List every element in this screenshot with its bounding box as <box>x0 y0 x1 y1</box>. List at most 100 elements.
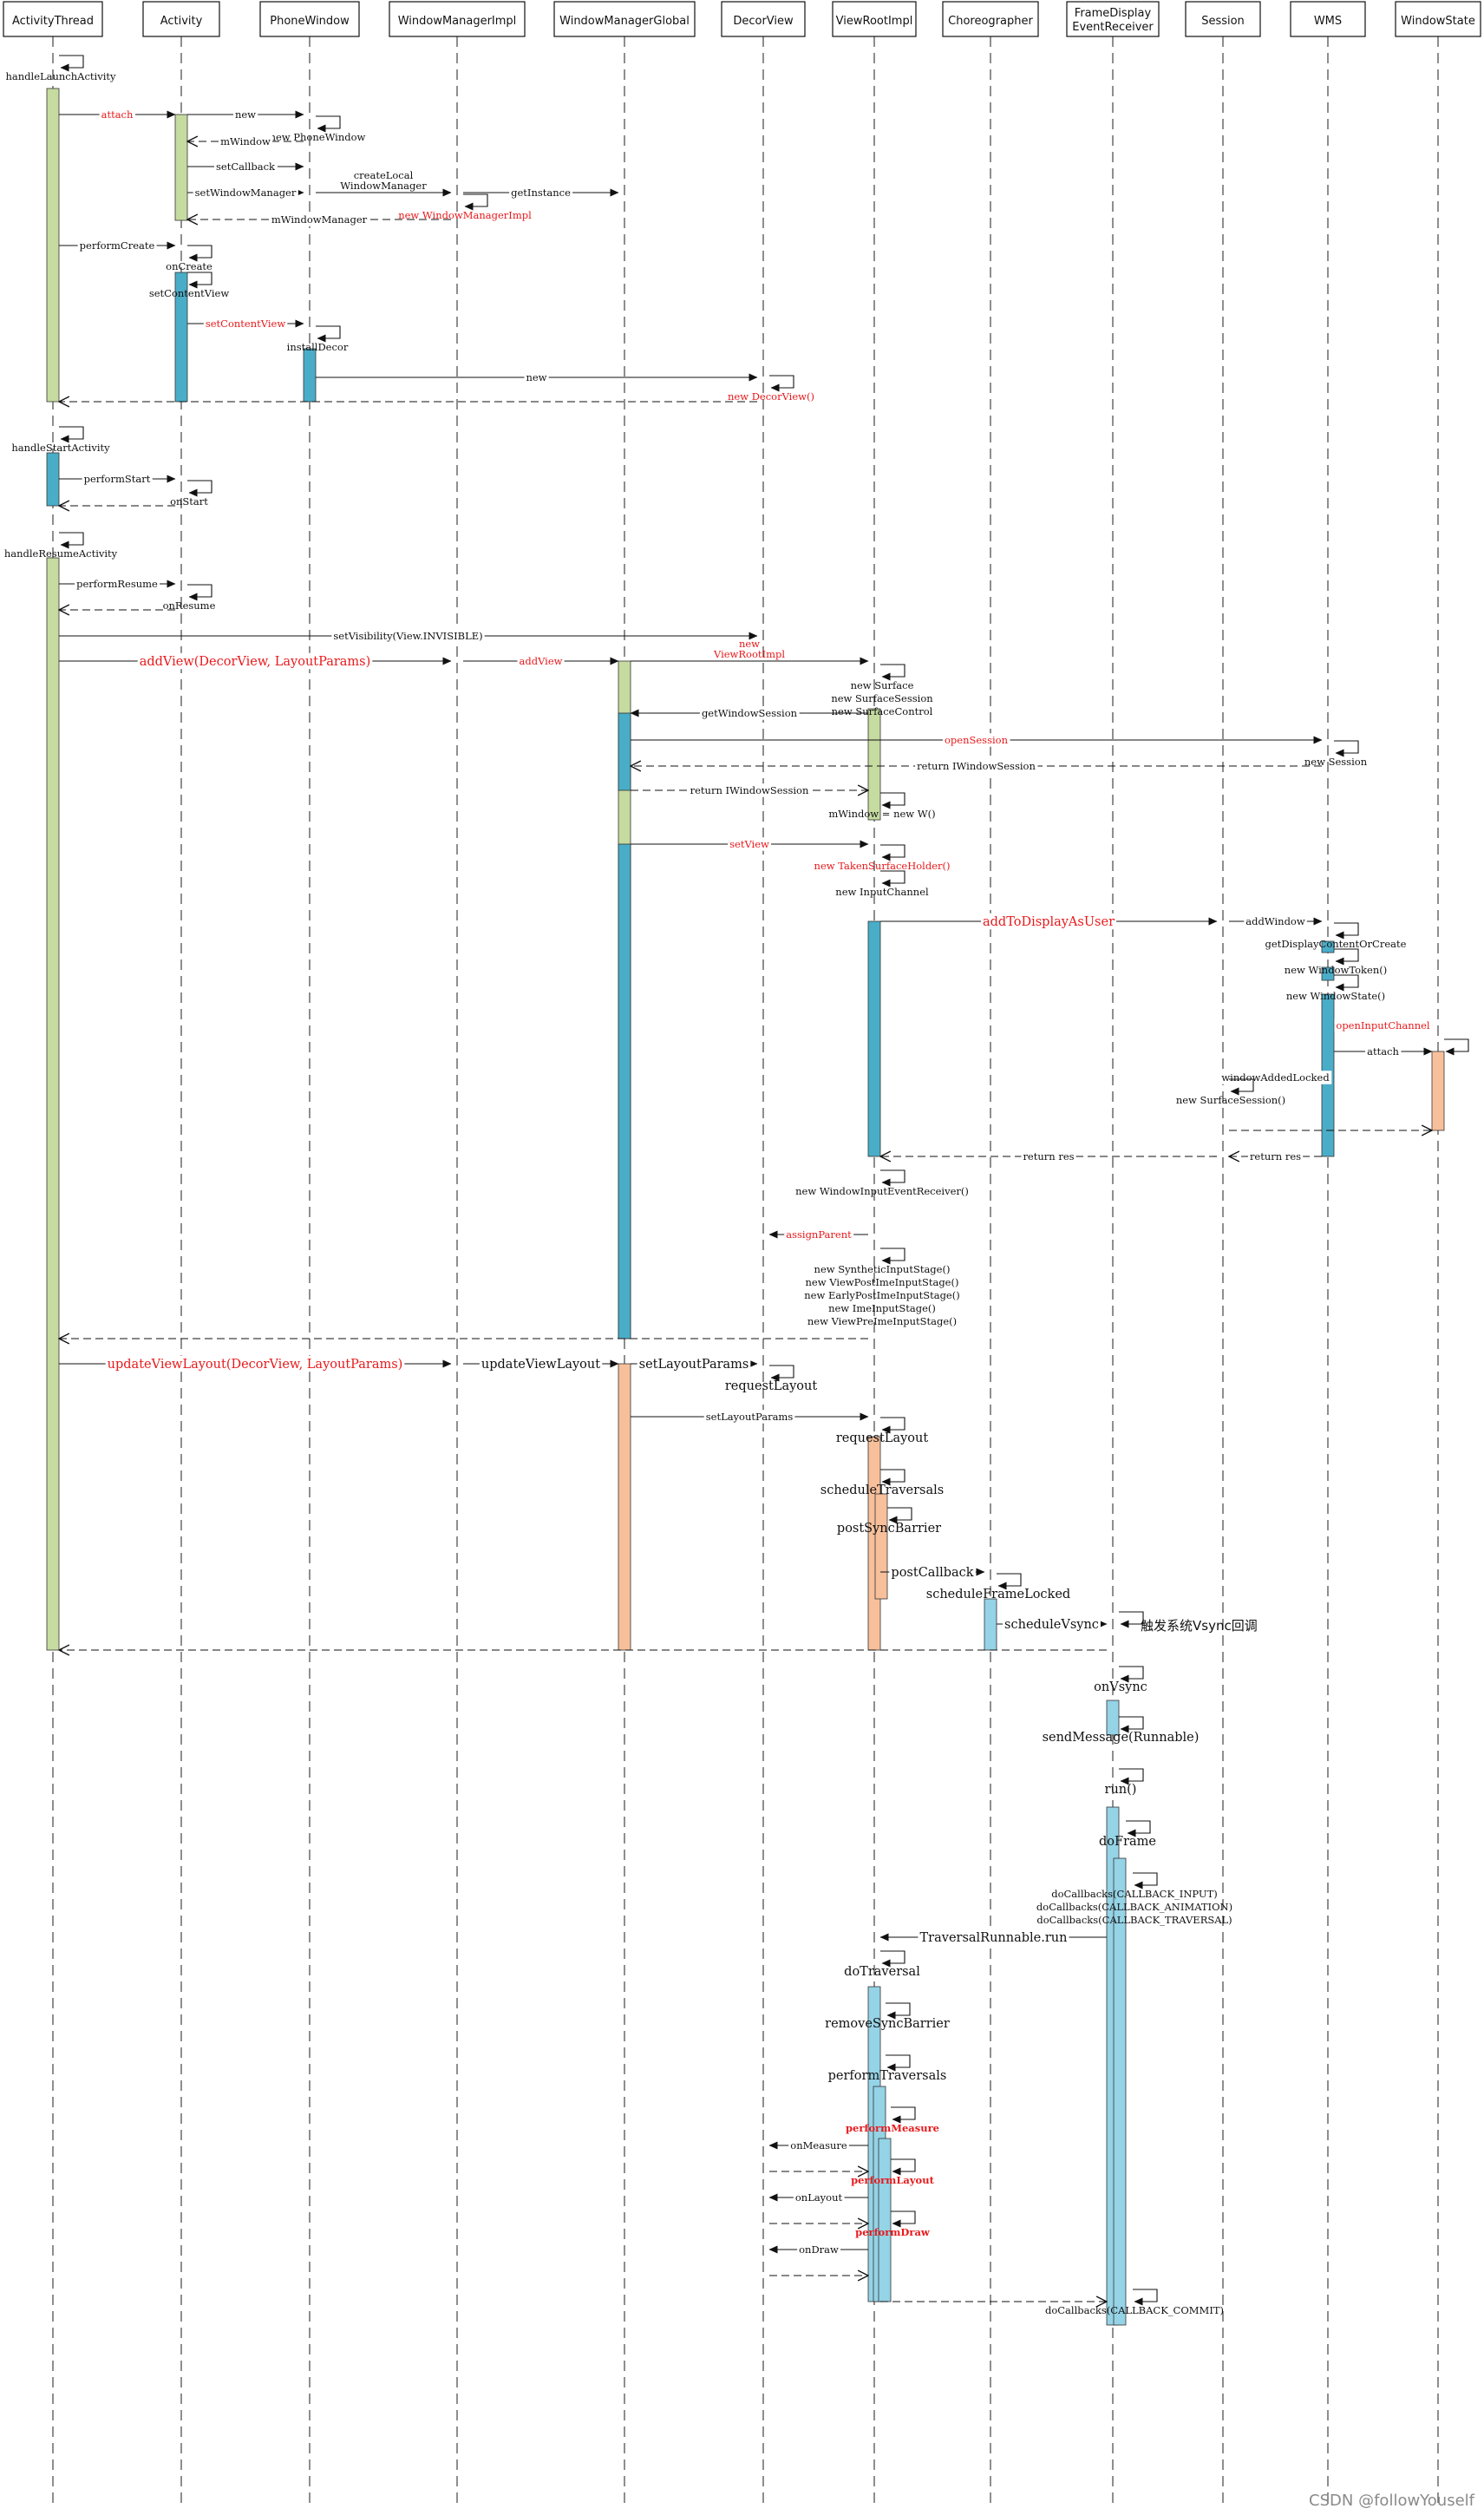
message-label-line: new Surface <box>851 679 914 691</box>
message-label-line: new PhoneWindow <box>270 131 366 143</box>
label-background <box>918 1929 1069 1946</box>
message-perform-create: performCreate <box>59 239 176 252</box>
message-label-line: new InputChannel <box>835 886 929 898</box>
participant-box <box>142 1 220 37</box>
message-label-line: getDisplayContentOrCreate <box>1265 938 1407 950</box>
self-call-arrow <box>187 480 212 497</box>
self-call-arrow <box>59 55 84 72</box>
message-set-visibility-view-invisible: setVisibility(View.INVISIBLE) <box>59 629 758 643</box>
lifelines <box>52 36 1439 2503</box>
label-background <box>784 1228 854 1241</box>
participant-label: WMS <box>1314 15 1342 28</box>
message-label: getInstance <box>509 186 573 200</box>
message-label-line: new <box>235 108 256 121</box>
message-add-view: addView <box>463 654 619 668</box>
message-label-line: onResume <box>163 599 216 612</box>
message-attach: attach <box>1334 1045 1433 1058</box>
message-new-taken-surface-holder: new TakenSurfaceHolder() <box>814 844 951 872</box>
message-label-line: scheduleFrameLocked <box>926 1588 1070 1601</box>
message-label: handleLaunchActivity <box>5 70 116 82</box>
message-label-line: getWindowSession <box>702 707 798 719</box>
message-label-line: onLayout <box>795 2191 843 2204</box>
message-attach: attach <box>59 108 176 121</box>
message-perform-start: performStart <box>59 472 176 486</box>
message-label: requestLayout <box>836 1431 929 1445</box>
participant-activity: Activity <box>142 1 220 37</box>
activation-wms <box>1321 940 1335 953</box>
message-label: onVsync <box>1094 1680 1147 1694</box>
self-call-arrow <box>1229 1078 1254 1096</box>
message-label-line: setVisibility(View.INVISIBLE) <box>333 630 482 642</box>
message-label-line: mWindowManager <box>271 213 368 226</box>
self-call-arrow <box>1119 1768 1144 1785</box>
message-set-content-view: setContentView <box>149 272 229 299</box>
participant-window-manager-global: WindowManagerGlobal <box>553 1 696 37</box>
label-background <box>699 706 800 720</box>
message-label-line: createLocal <box>354 169 414 181</box>
self-call-arrow <box>886 2054 911 2072</box>
participant-session: Session <box>1185 1 1261 37</box>
label-background <box>203 317 288 331</box>
label-background <box>797 2243 841 2256</box>
self-call-arrow <box>769 1365 794 1382</box>
self-call-arrow <box>59 532 84 549</box>
message-label: performDraw <box>855 2226 931 2238</box>
message-label: setView <box>728 837 772 851</box>
message-label: windowAddedLocked <box>1219 1071 1332 1084</box>
message-label: return IWindowSession <box>915 759 1038 773</box>
participant-box <box>3 1 103 37</box>
activation-activity <box>174 114 188 221</box>
message-label-line: doCallbacks(CALLBACK_TRAVERSAL) <box>1036 1914 1232 1926</box>
activation-frame-display-event-receiver <box>1106 1700 1120 1736</box>
participant-box <box>942 1 1039 37</box>
message-label-line: performLayout <box>851 2174 935 2186</box>
message-add-to-display-as-user: addToDisplayAsUser <box>880 913 1218 930</box>
message-label: new WindowToken() <box>1285 964 1387 976</box>
label-background <box>524 370 549 384</box>
message-label: performCreate <box>77 239 157 252</box>
message-update-view-layout: updateViewLayout <box>463 1355 619 1372</box>
participant-window-state: WindowState <box>1395 1 1481 37</box>
self-call-arrow <box>880 664 905 681</box>
message-label: new SyntheticInputStage()new ViewPostIme… <box>804 1263 959 1327</box>
label-background <box>943 733 1010 747</box>
activation-frame-display-event-receiver <box>1113 1857 1127 2326</box>
message-label-line: performTraversals <box>828 2069 947 2083</box>
message-label-line: handleStartActivity <box>11 442 110 454</box>
message-label-line: mWindow = new W() <box>828 808 935 820</box>
participant-window-manager-impl: WindowManagerImpl <box>389 1 526 37</box>
activation-window-manager-global <box>618 712 631 791</box>
message-update-view-layout-decor-view-layout-params: updateViewLayout(DecorView, LayoutParams… <box>59 1355 452 1372</box>
message-label-line: scheduleTraversals <box>820 1483 944 1497</box>
message-new-window-input-event-receiver: new WindowInputEventReceiver() <box>795 1169 969 1197</box>
message-new-session: new Session <box>1304 740 1368 768</box>
message-label: new SurfaceSession() <box>1176 1094 1285 1106</box>
self-call-arrow <box>1334 948 1359 966</box>
message-label: attach <box>99 108 135 121</box>
self-call-arrow <box>880 1417 905 1434</box>
message-label: new Session <box>1304 756 1368 768</box>
message-new-phone-window: new PhoneWindow <box>270 115 366 143</box>
message-on-start: onStart <box>170 480 212 508</box>
message-label: setLayoutParams <box>703 1410 795 1424</box>
message-label: installDecor <box>287 341 349 353</box>
message-label: setCallback <box>214 160 278 174</box>
message-new-window-manager-impl: new WindowManagerImpl <box>398 193 532 221</box>
message-label-line: doCallbacks(CALLBACK_ANIMATION) <box>1036 1901 1232 1913</box>
label-background <box>793 2191 845 2204</box>
message-schedule-frame-locked: scheduleFrameLocked <box>926 1573 1070 1601</box>
message-label-line: new SurfaceControl <box>832 705 933 717</box>
label-background <box>214 160 278 174</box>
self-call-arrow <box>880 844 905 861</box>
message-label-line: new TakenSurfaceHolder() <box>814 860 951 872</box>
self-call-arrow <box>1334 974 1359 992</box>
message-label-line: postCallback <box>891 1566 973 1580</box>
message-on-vsync: onVsync <box>1094 1666 1147 1694</box>
participant-label: Activity <box>160 15 203 28</box>
message-remove-sync-barrier: removeSyncBarrier <box>825 2002 950 2031</box>
label-background <box>1003 1615 1101 1633</box>
message-label-line: return IWindowSession <box>690 784 809 796</box>
message-label: TraversalRunnable.run <box>918 1929 1069 1946</box>
